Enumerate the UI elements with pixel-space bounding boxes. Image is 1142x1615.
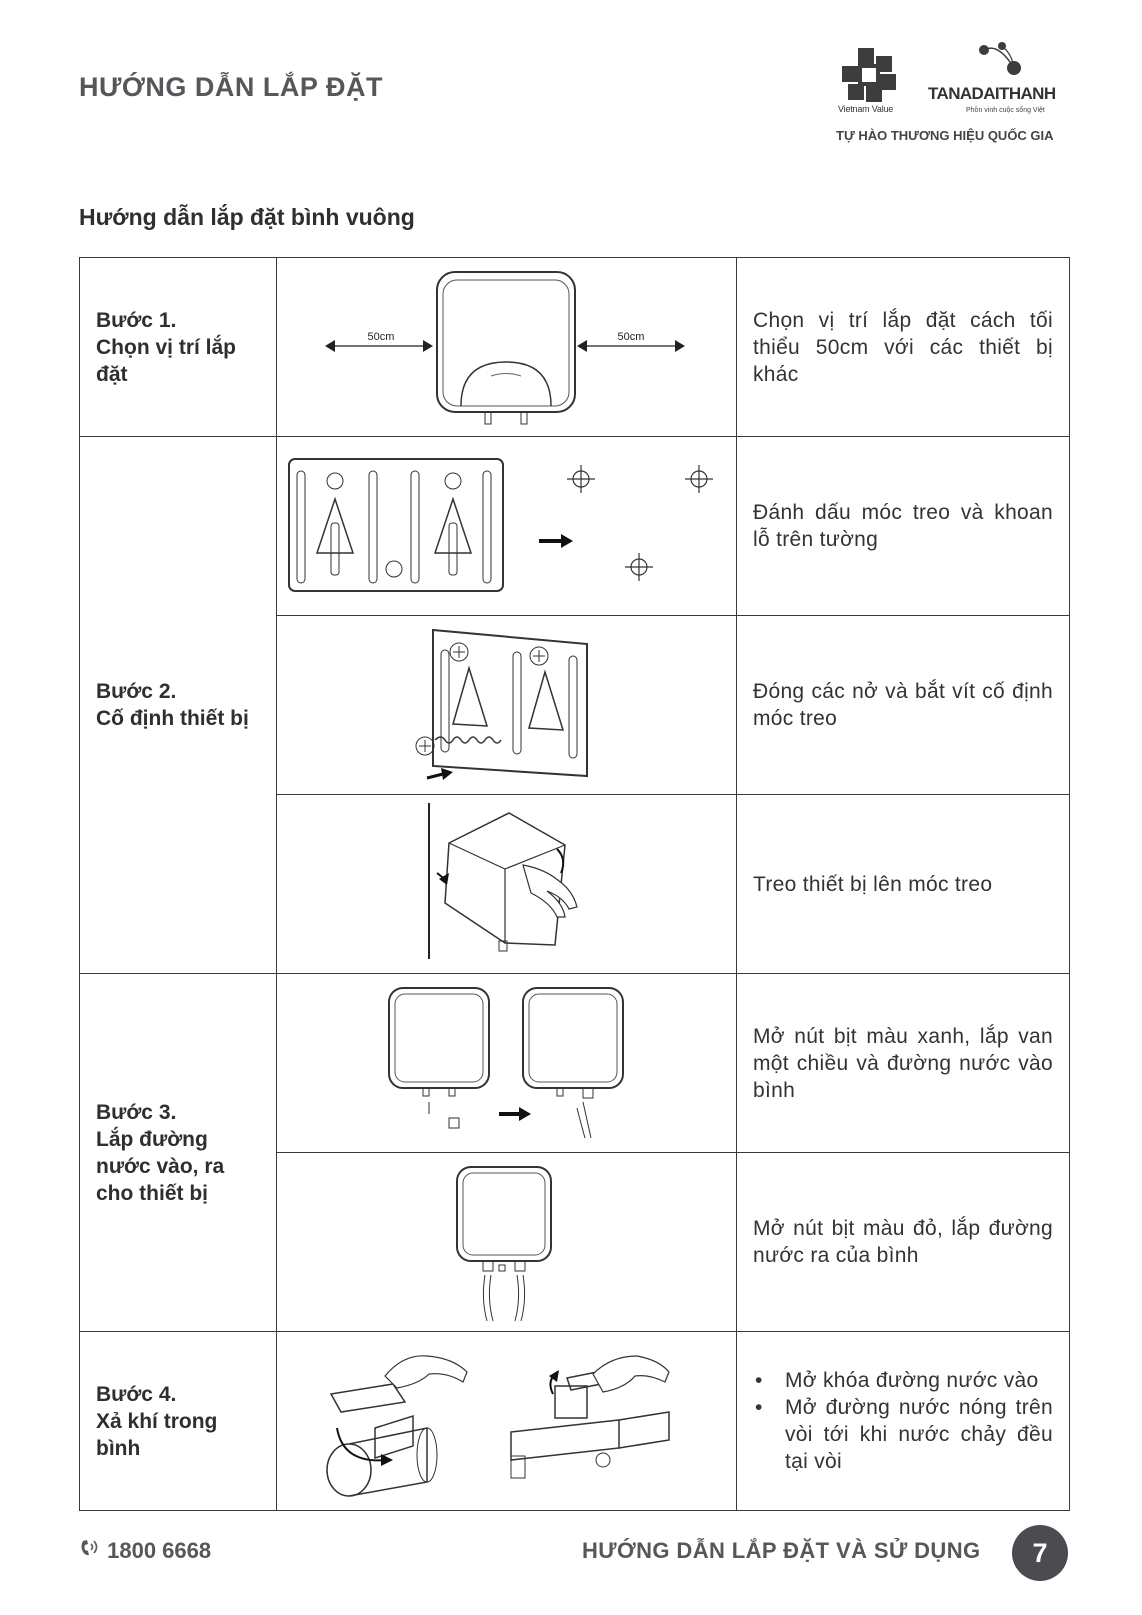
mounting-bracket-marking-illustration (277, 437, 737, 615)
section-title: Hướng dẫn lắp đặt bình vuông (79, 204, 415, 231)
phone-number: 1800 6668 (107, 1538, 211, 1563)
step-4-illustration (277, 1332, 737, 1511)
step-4-description: Mở khóa đường nước vào Mở đường nước nón… (737, 1332, 1070, 1511)
list-item: Mở khóa đường nước vào (753, 1367, 1053, 1394)
vietnam-value-text: Vietnam Value (838, 104, 893, 114)
heater-clearance-illustration: 50cm 50cm (277, 258, 737, 436)
step-1-label: Bước 1. Chọn vị trí lắp đặt (80, 258, 277, 437)
footer-phone: 1800 6668 (79, 1538, 211, 1564)
step-4-label: Bước 4. Xả khí trong bình (80, 1332, 277, 1511)
arrow-right-icon (427, 768, 453, 780)
step-1-description: Chọn vị trí lắp đặt cách tối thiểu 50cm … (737, 258, 1070, 437)
step-2-label: Bước 2. Cố định thiết bị (80, 437, 277, 974)
table-row: Bước 4. Xả khí trong bình (80, 1332, 1070, 1511)
step-3b-description: Mở nút bịt màu đỏ, lắp đường nước ra của… (737, 1153, 1070, 1332)
inlet-connection-illustration (277, 974, 737, 1152)
step-3b-illustration (277, 1153, 737, 1332)
header-title: HƯỚNG DẪN LẮP ĐẶT (79, 72, 383, 103)
dimension-left-label: 50cm (368, 331, 395, 343)
step-2b-description: Đóng các nở và bắt vít cố định móc treo (737, 616, 1070, 795)
step-2c-illustration (277, 795, 737, 974)
installation-steps-table: Bước 1. Chọn vị trí lắp đặt 50cm (79, 257, 1070, 1511)
company-slogan: Phồn vinh cuộc sống Việt (966, 107, 1045, 114)
brand-tagline: TỰ HÀO THƯƠNG HIỆU QUỐC GIA (836, 128, 1054, 143)
step-3a-illustration (277, 974, 737, 1153)
step-3-label: Bước 3. Lắp đường nước vào, ra cho thiết… (80, 974, 277, 1332)
step-4-bullet-list: Mở khóa đường nước vào Mở đường nước nón… (753, 1367, 1053, 1475)
company-name: TANADAITHANH (928, 84, 1056, 104)
phone-icon (79, 1538, 101, 1558)
arrow-right-icon (499, 1107, 531, 1121)
list-item: Mở đường nước nóng trên vòi tới khi nước… (753, 1394, 1053, 1475)
step-2a-description: Đánh dấu móc treo và khoan lỗ trên tường (737, 437, 1070, 616)
step-2c-description: Treo thiết bị lên móc treo (737, 795, 1070, 974)
hang-heater-illustration (277, 795, 737, 973)
dimension-right-label: 50cm (618, 331, 645, 343)
arrow-right-icon (539, 534, 573, 548)
brand-block: Vietnam Value TANADAITHANH Phồn vinh cuộ… (836, 40, 1076, 150)
step-2a-illustration (277, 437, 737, 616)
footer-guide-title: HƯỚNG DẪN LẮP ĐẶT VÀ SỬ DỤNG (582, 1538, 981, 1564)
step-2b-illustration (277, 616, 737, 795)
step-1-illustration: 50cm 50cm (277, 258, 737, 437)
table-row: Bước 1. Chọn vị trí lắp đặt 50cm (80, 258, 1070, 437)
table-row: Bước 3. Lắp đường nước vào, ra cho thiết… (80, 974, 1070, 1153)
air-release-illustration (277, 1332, 737, 1510)
page-number-badge: 7 (1012, 1525, 1068, 1581)
table-row: Bước 2. Cố định thiết bị (80, 437, 1070, 616)
step-3a-description: Mở nút bịt màu xanh, lắp van một chiều v… (737, 974, 1070, 1153)
drill-mark-icon (567, 465, 713, 581)
screw-mounting-illustration (277, 616, 737, 794)
outlet-connection-illustration (277, 1153, 737, 1331)
